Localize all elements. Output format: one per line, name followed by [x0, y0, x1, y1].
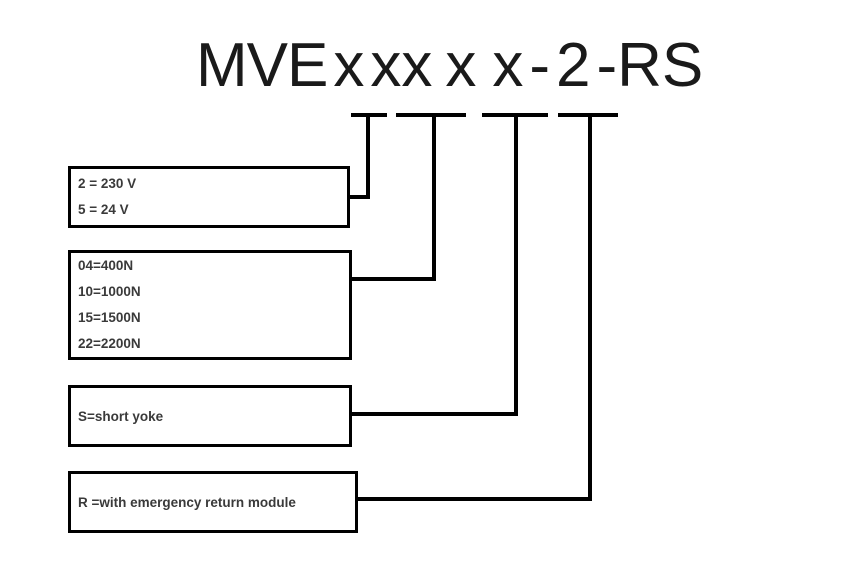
- leader-vline-return: [588, 113, 592, 501]
- legend-line: S=short yoke: [78, 408, 164, 424]
- leader-hline-return: [355, 497, 592, 501]
- legend-line: R =with emergency return module: [78, 494, 296, 510]
- legend-line: 15=1500N: [78, 310, 141, 325]
- legend-box-voltage: 2 = 230 V 5 = 24 V: [68, 166, 350, 228]
- legend-line: 22=2200N: [78, 336, 141, 351]
- legend-box-return: R =with emergency return module: [68, 471, 358, 533]
- title-number: 2: [556, 31, 591, 100]
- legend-box-yoke: S=short yoke: [68, 385, 352, 447]
- title-code-return: x: [492, 31, 524, 100]
- title-prefix: MVE: [196, 31, 328, 100]
- title-code-yoke: x: [445, 31, 477, 100]
- leader-hline-voltage: [347, 195, 370, 199]
- title-suffix: RS: [617, 31, 704, 100]
- legend-line: 10=1000N: [78, 284, 141, 299]
- title-code-voltage: x: [333, 31, 365, 100]
- leader-hline-force: [349, 277, 436, 281]
- title-dash-1: -: [529, 31, 551, 100]
- title-code-force: xx: [370, 31, 433, 100]
- leader-hline-yoke: [349, 412, 518, 416]
- legend-line: 2 = 230 V: [78, 176, 137, 191]
- leader-vline-force: [432, 113, 436, 281]
- leader-vline-voltage: [366, 113, 370, 199]
- underline-bar-force: [396, 113, 466, 117]
- title-dash-2: -: [596, 31, 618, 100]
- legend-line: 04=400N: [78, 258, 134, 273]
- legend-box-force: 04=400N 10=1000N 15=1500N 22=2200N: [68, 250, 352, 360]
- legend-line: 5 = 24 V: [78, 202, 129, 217]
- leader-vline-yoke: [514, 113, 518, 416]
